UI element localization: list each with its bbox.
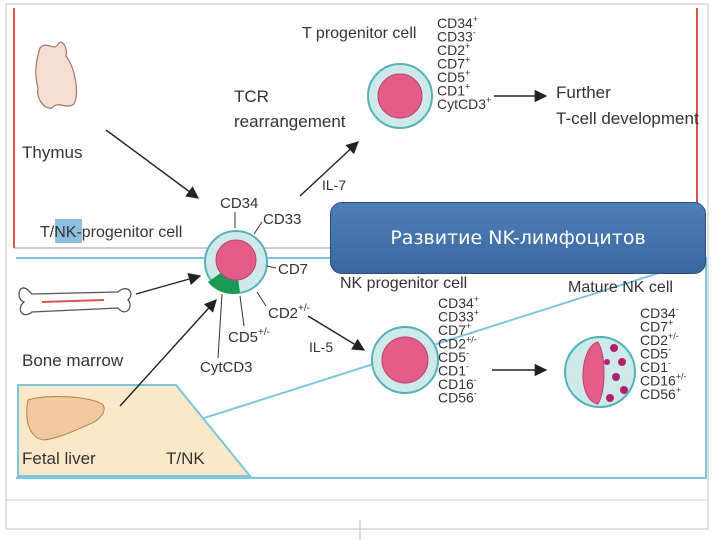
- il7-arrow: [299, 141, 359, 197]
- marker-cd5: CD5: [437, 69, 465, 85]
- central-cell-markers: CD34 CD33 CD7 CD2+/- CD5+/- CytCD3: [200, 195, 310, 376]
- marker-cd7: CD7: [278, 261, 308, 278]
- tnk-progenitor-cell: [204, 230, 268, 294]
- marker-cd33: CD33: [437, 29, 473, 45]
- further-line2: T-cell development: [556, 109, 699, 128]
- tcr-label-line2: rearrangement: [234, 112, 346, 131]
- bone-marrow-region: [15, 256, 707, 479]
- granules: [604, 344, 628, 402]
- marker-cd34: CD34: [640, 305, 676, 321]
- marker-sign: +/-: [676, 372, 687, 382]
- marker-cd5: CD5: [640, 346, 668, 362]
- marker-sign: -: [466, 348, 469, 358]
- marker-sign: +/-: [466, 335, 477, 345]
- bone-marrow-label: Bone marrow: [22, 351, 124, 370]
- marker-sign: +: [473, 14, 478, 24]
- tnk-progenitor-label: T/NK-progenitor cell: [40, 224, 182, 241]
- marker-sign: -: [473, 28, 476, 38]
- marker-sign: +: [474, 294, 479, 304]
- marker-cd56: CD56: [640, 386, 676, 402]
- marker-cd33: CD33: [438, 309, 474, 325]
- marker-sign: +: [668, 318, 673, 328]
- slide-frame: [5, 3, 709, 530]
- bone-icon: [18, 287, 132, 316]
- thymus-label: Thymus: [22, 143, 82, 162]
- marker-cd5: CD5: [438, 349, 466, 365]
- marker-cytcd3: CytCD3: [437, 96, 486, 112]
- marker-cd1: CD1: [438, 363, 466, 379]
- t-progenitor-label: T progenitor cell: [302, 25, 416, 42]
- marker-sign: +: [474, 308, 479, 318]
- marker-sign: +/-: [668, 331, 679, 341]
- nk-progenitor-cell: [371, 326, 439, 394]
- t-progenitor-markers: CD34+CD33-CD2+CD7+CD5+CD1+CytCD3+: [437, 14, 491, 112]
- fetal-liver-arrow: [119, 299, 217, 407]
- marker-sign: -: [466, 362, 469, 372]
- mature-nk-cell: [564, 336, 636, 408]
- marker-cd2: CD2: [640, 332, 668, 348]
- marker-cd7: CD7: [438, 322, 466, 338]
- marker-sign: +: [466, 321, 471, 331]
- marker-cd2: CD2: [437, 42, 465, 58]
- fetal-liver-label: Fetal liver: [22, 449, 96, 468]
- marker-cd7: CD7: [640, 319, 668, 335]
- marker-cd33: CD33: [263, 211, 301, 228]
- further-line1: Further: [556, 83, 611, 102]
- marker-cd1: CD1: [437, 83, 465, 99]
- il5-label: IL-5: [309, 339, 333, 355]
- marker-cd34: CD34: [438, 295, 474, 311]
- mature-nk-markers: CD34-CD7+CD2+/-CD5-CD1-CD16+/-CD56+: [640, 304, 687, 402]
- marker-sign: +: [486, 95, 491, 105]
- mature-nk-label: Mature NK cell: [568, 279, 673, 296]
- marker-cd34: CD34: [220, 195, 258, 212]
- banner-title: Развитие NK-лимфоцитов: [390, 227, 646, 249]
- marker-sign: +: [465, 82, 470, 92]
- t-progenitor-cell: [367, 63, 433, 129]
- marker-sign: -: [668, 358, 671, 368]
- marker-cd34: CD34: [437, 15, 473, 31]
- tcr-label-line1: TCR: [234, 87, 269, 106]
- marker-cd2: CD2+/-: [268, 303, 310, 322]
- marker-sign: -: [474, 389, 477, 399]
- marker-cd1: CD1: [640, 359, 668, 375]
- liver-icon: [26, 396, 105, 441]
- nk-progenitor-label: NK progenitor cell: [340, 275, 467, 292]
- t-nk-region-label: T/NK: [166, 449, 205, 468]
- marker-sign: +: [465, 41, 470, 51]
- marker-sign: +: [676, 385, 681, 395]
- il5-arrow: [307, 315, 366, 351]
- marker-cd16: CD16: [640, 373, 676, 389]
- nk-progenitor-markers: CD34+CD33+CD7+CD2+/-CD5-CD1-CD16-CD56-: [438, 294, 479, 406]
- marker-cd16: CD16: [438, 376, 474, 392]
- marker-cd7: CD7: [437, 56, 465, 72]
- il7-label: IL-7: [322, 177, 346, 193]
- marker-cytcd3: CytCD3: [200, 359, 253, 376]
- marker-cd5: CD5+/-: [228, 327, 270, 346]
- marker-cd2: CD2: [438, 336, 466, 352]
- marker-sign: -: [474, 375, 477, 385]
- nk-highlight: [55, 219, 82, 243]
- marker-sign: +: [465, 68, 470, 78]
- marker-sign: -: [676, 304, 679, 314]
- bone-marrow-arrow: [135, 273, 202, 295]
- title-banner: Развитие NK-лимфоцитов: [330, 202, 706, 274]
- marker-sign: -: [668, 345, 671, 355]
- marker-cd56: CD56: [438, 390, 474, 406]
- thymus-arrow: [105, 129, 200, 199]
- thymus-icon: [35, 41, 78, 109]
- marker-sign: +: [465, 55, 470, 65]
